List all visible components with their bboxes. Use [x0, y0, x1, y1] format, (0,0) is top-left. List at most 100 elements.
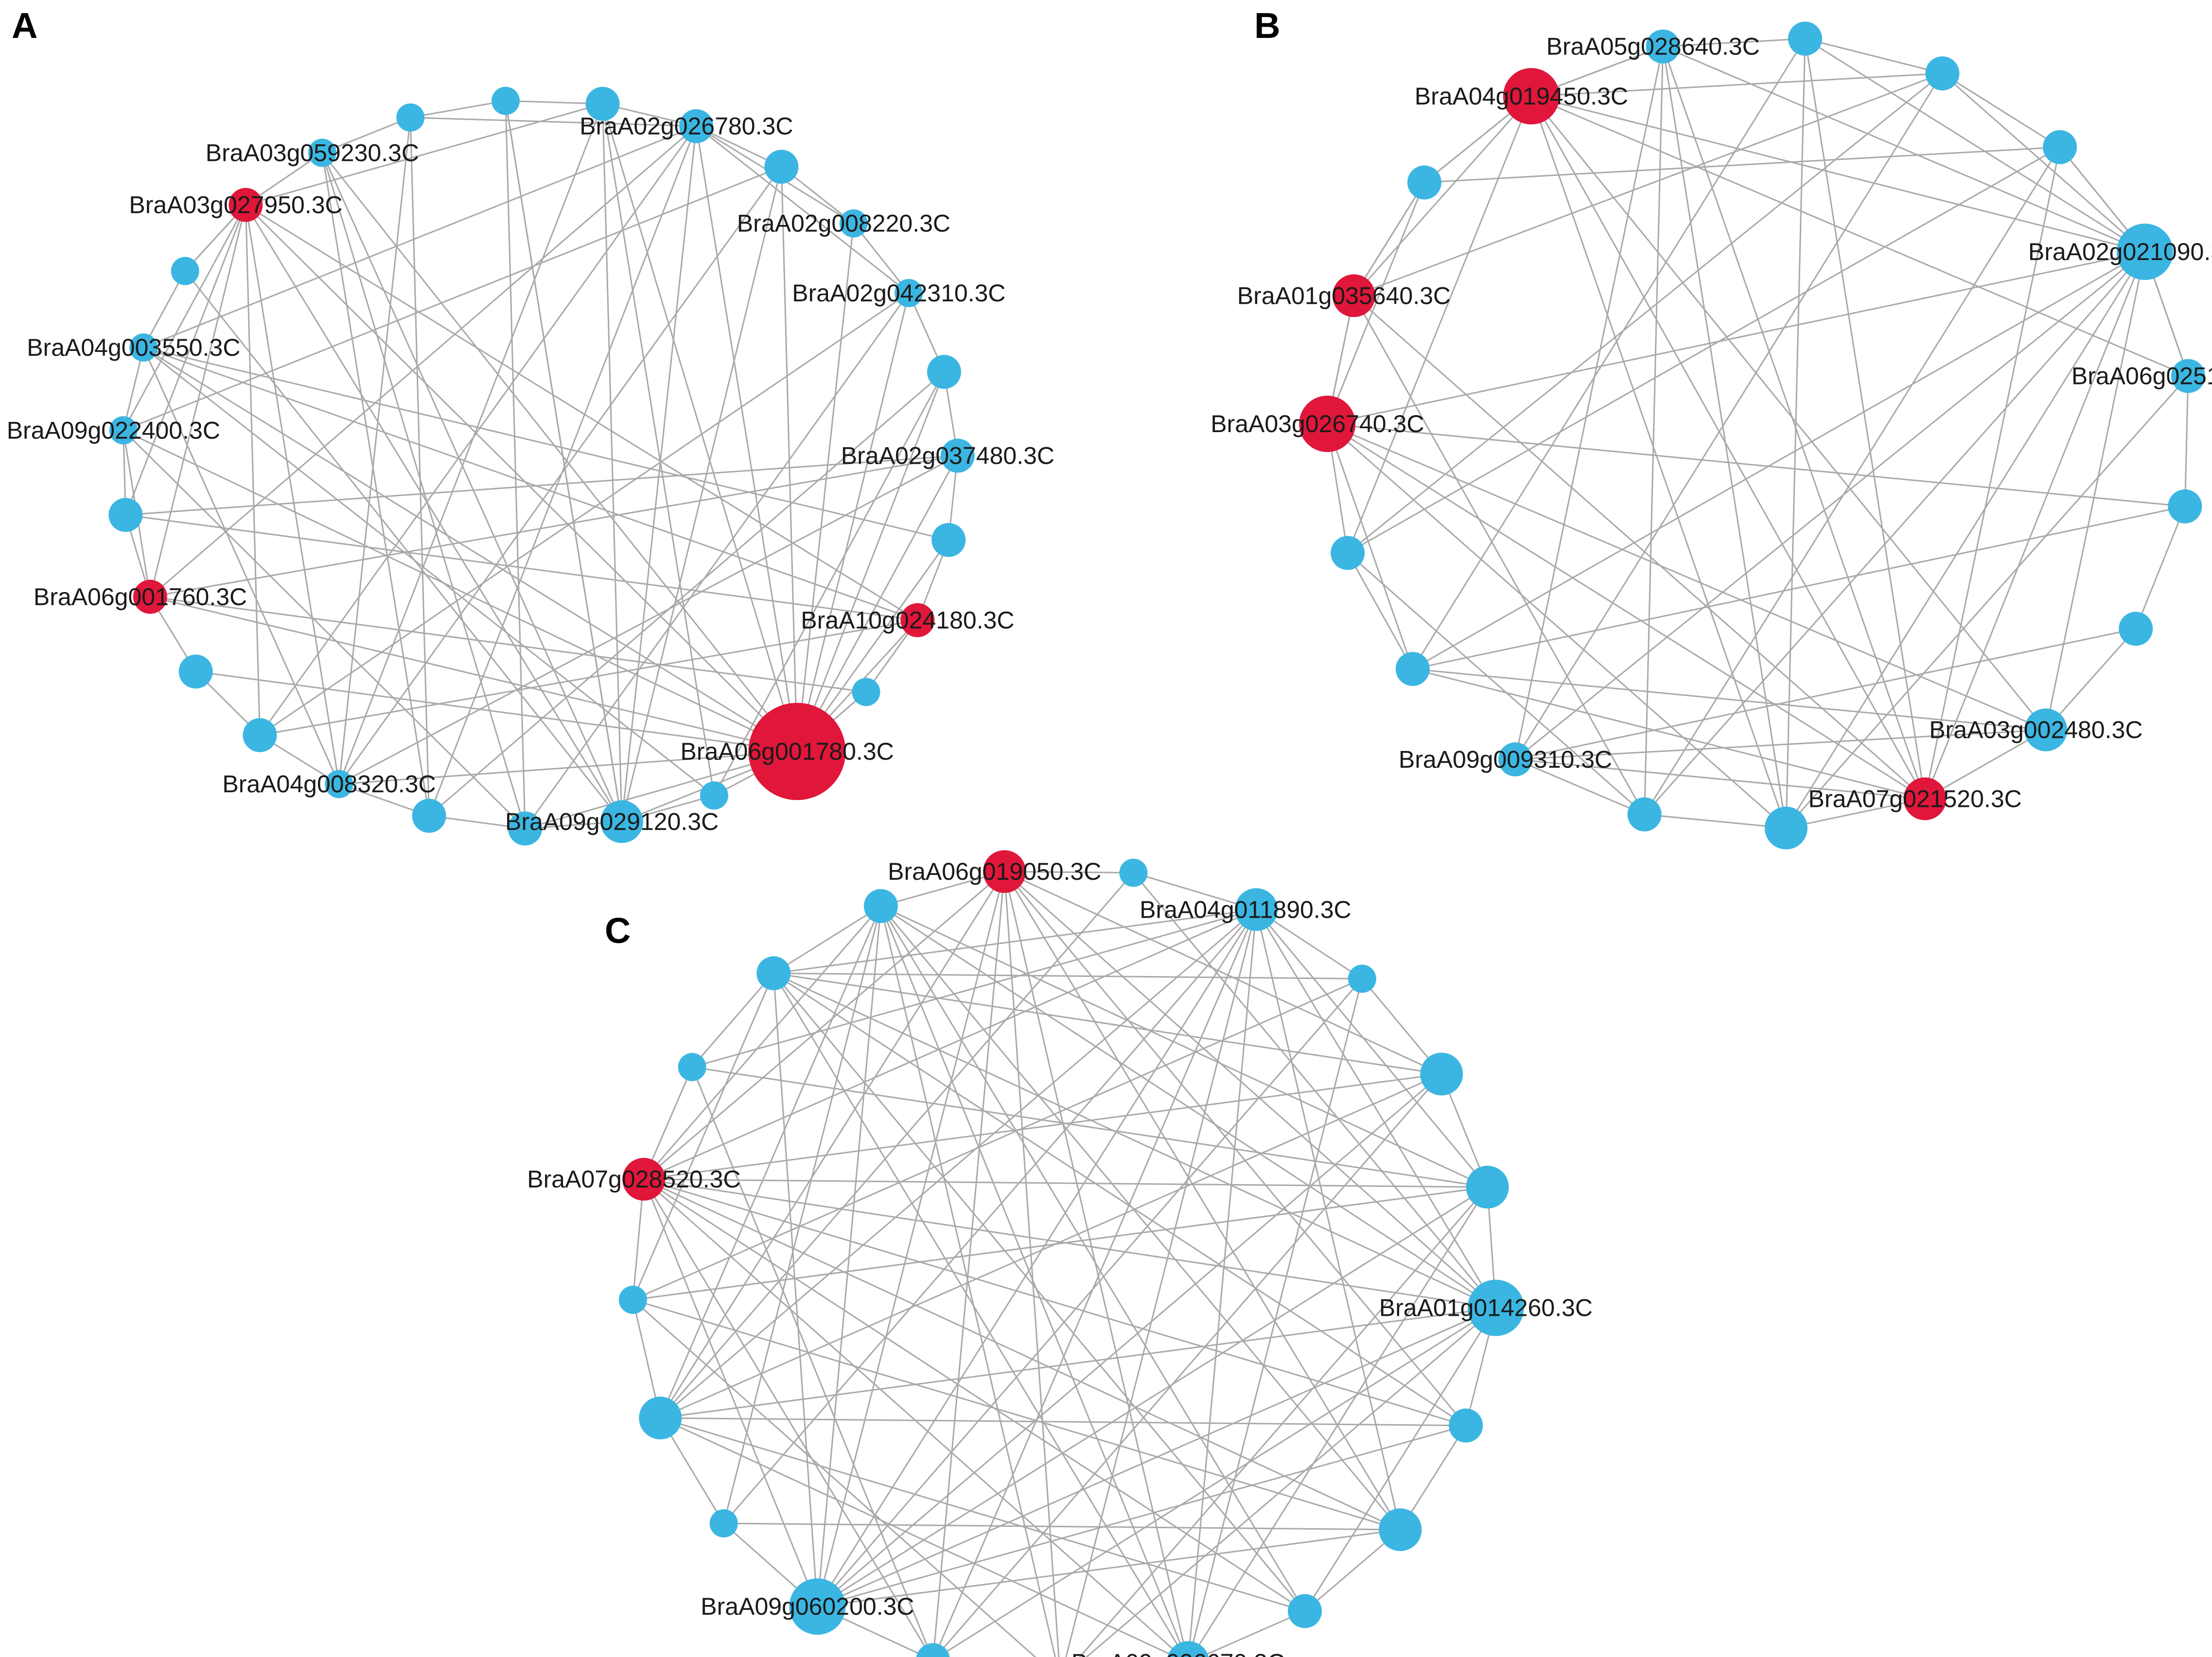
panel-a-edge-63	[505, 101, 526, 829]
panel-a-node-17	[133, 579, 167, 614]
panel-c-node-0	[983, 850, 1026, 893]
panel-a-edge-39	[184, 270, 623, 822]
panel-b-edge-61	[1924, 729, 2046, 800]
panel-b-edge-45	[1347, 146, 2060, 554]
panel-c-edge-29	[936, 1307, 1496, 1657]
panel-c-edge-70	[632, 973, 774, 1300]
panel-b-edge-64	[1515, 758, 1645, 815]
panel-b-edge-39	[1644, 46, 1664, 815]
panel-c-edge-38	[817, 978, 1363, 1607]
panel-b-node-8	[1903, 777, 1947, 820]
panel-b-node-label-18: BraA05g028640.3C	[1546, 33, 1760, 60]
panel-c-edge-66	[880, 906, 1056, 1657]
panel-a-edge-47	[142, 347, 340, 785]
panel-a-edge-64	[505, 101, 623, 822]
panel-c-edge-72	[692, 1066, 1488, 1188]
panel-b-edge-47	[1785, 375, 2189, 829]
panel-c-edge-33	[817, 1425, 1466, 1607]
panel-a-labels: BraA02g026780.3CBraA02g008220.3CBraA02g0…	[7, 113, 1054, 836]
panel-b-edge-7	[1644, 251, 2146, 815]
panel-c-edge-63	[660, 1417, 1305, 1612]
panel-c-edge-46	[644, 1178, 1488, 1188]
panel-b-nodes	[1299, 21, 2205, 850]
panel-a-node-9	[748, 703, 846, 800]
panel-b-node-12	[1395, 652, 1430, 686]
panel-b-node-17	[1503, 68, 1560, 124]
panel-b-edge-31	[1353, 295, 1645, 815]
panel-c-edge-75	[632, 978, 1363, 1301]
panel-b-node-15	[1332, 274, 1375, 317]
panel-a-edge-51	[150, 596, 866, 693]
panel-c-edge-94	[691, 973, 774, 1068]
panel-b-edge-35	[1515, 758, 1925, 800]
panel-a-edge-62	[409, 117, 430, 816]
panel-c-edge-42	[772, 973, 1186, 1657]
panel-c-edge-0	[1004, 871, 1442, 1075]
panel-a-edge-65	[602, 104, 715, 796]
panel-c-edge-44	[1189, 978, 1363, 1657]
panel-a-node-label-5: BraA02g037480.3C	[841, 442, 1054, 470]
panel-c-edge-7	[643, 871, 1005, 1180]
panel-a-node-label-7: BraA10g024180.3C	[801, 607, 1014, 634]
panel-a-node-23	[308, 139, 336, 167]
panel-a-edge-29	[524, 293, 910, 829]
panel-a-node-8	[852, 678, 880, 706]
panel-a-edges	[123, 100, 959, 829]
panel-a-node-label-2: BraA02g008220.3C	[737, 210, 950, 237]
panel-c-edge-27	[773, 972, 1496, 1309]
panel-c-edge-49	[643, 1178, 1305, 1612]
panel-a-edge-14	[150, 596, 797, 752]
panel-b-node-2	[2043, 130, 2077, 164]
panel-b-edge-1	[1942, 72, 2145, 253]
panel-a-edge-15	[123, 429, 798, 752]
panel-a-nodes	[108, 87, 975, 846]
panel-c-edge-26	[644, 1178, 1496, 1309]
panel-a-edge-46	[338, 104, 603, 785]
panel-c-edge-19	[773, 908, 1257, 974]
panel-c-node-label-6: BraA01g014260.3C	[1379, 1294, 1593, 1322]
panel-c-node-15	[639, 1396, 682, 1440]
panel-b-edge-71	[1663, 38, 1806, 48]
panel-b-edge-24	[1327, 423, 1926, 800]
panel-a-edge-52	[123, 204, 246, 431]
panel-a-network: A BraA02g026780.3CBraA02g008220.3CBraA02…	[7, 5, 1054, 846]
panel-a-edge-4	[796, 371, 945, 752]
panel-b-node-7	[2024, 708, 2068, 751]
panel-b-node-label-15: BraA01g035640.3C	[1237, 282, 1451, 309]
panel-a-edge-2	[796, 223, 855, 752]
panel-c-node-16	[618, 1286, 647, 1314]
panel-c-edge-35	[643, 1179, 818, 1607]
panel-b-edge-13	[1531, 72, 1943, 97]
panel-a-edge-59	[245, 103, 603, 206]
panel-b-edge-26	[1326, 423, 1414, 669]
panel-c-edge-40	[660, 1417, 1178, 1657]
panel-b-node-5	[2168, 489, 2202, 523]
panel-b-edge-4	[2045, 251, 2146, 730]
panel-c-node-label-0: BraA06g019050.3C	[888, 858, 1101, 885]
panel-c-node-19	[756, 956, 791, 991]
panel-a-node-6	[931, 523, 966, 557]
panel-c-edge-57	[1079, 1186, 1488, 1657]
panel-c-edge-60	[632, 1299, 1401, 1531]
panel-b-edge-51	[1347, 552, 1645, 815]
panel-a-edge-3	[796, 293, 910, 752]
panel-c-edge-65	[632, 1299, 1036, 1657]
panel-c-edge-18	[692, 908, 1257, 1068]
panel-a-edge-87	[142, 270, 186, 348]
panel-c-edge-95	[773, 905, 881, 974]
panel-b-edge-12	[1663, 46, 2145, 253]
panel-a-node-0	[679, 109, 714, 143]
panel-b-edge-44	[1424, 146, 2060, 183]
panel-c-edge-34	[817, 1529, 1401, 1607]
panel-a-node-label-23: BraA03g059230.3C	[206, 139, 419, 166]
panel-a-node-label-17: BraA06g001760.3C	[34, 583, 247, 610]
panel-a-edge-18	[321, 152, 798, 752]
panel-c-node-17	[622, 1158, 666, 1201]
panel-b-edges	[1326, 38, 2189, 829]
panel-c-edge-12	[1255, 909, 1401, 1530]
panel-a-edge-30	[259, 292, 910, 736]
panel-c-node-4	[1420, 1052, 1463, 1096]
panel-b-edge-60	[2045, 628, 2137, 731]
panel-c-edge-43	[880, 906, 1187, 1657]
panel-a-edge-34	[125, 455, 958, 516]
